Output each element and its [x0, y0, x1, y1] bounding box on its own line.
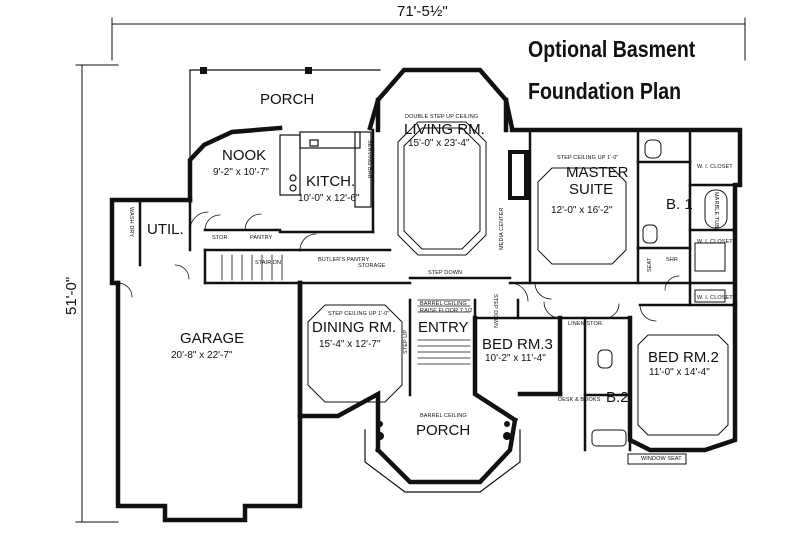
- porch-top-label: PORCH: [260, 91, 315, 108]
- serving-bar-label: SERVING BAR: [366, 140, 372, 179]
- living-ceiling-note: DOUBLE STEP UP CEILING: [405, 114, 479, 120]
- columns: [200, 67, 511, 440]
- step-up-label: STEP UP: [403, 329, 409, 354]
- wi-closet-label-2: W. I. CLOSET: [697, 239, 733, 245]
- dining-dim: 15'-4" x 12'-7": [319, 339, 381, 350]
- nook-dim: 9'-2" x 10'-7": [213, 167, 269, 178]
- plan-heading-line2: Foundation Plan: [528, 78, 682, 104]
- dining-label: DINING RM.: [312, 319, 397, 336]
- dining-ceiling-outline: [307, 304, 403, 403]
- bed3-dim: 10'-2" x 11'-4": [485, 353, 546, 364]
- master-dim: 12'-0" x 16'-2": [551, 205, 613, 216]
- bed3-label: BED RM.3: [482, 336, 553, 353]
- step-down-vertical-label: STEP DOWN: [492, 294, 498, 329]
- garage-label: GARAGE: [180, 330, 245, 347]
- wi-closet-label-1: W. I. CLOSET: [697, 164, 733, 170]
- pantry-label: PANTRY: [250, 235, 273, 241]
- plan-heading-line1: Optional Basment: [528, 36, 696, 62]
- storage-label: STORAGE: [358, 263, 386, 269]
- entry-raise-floor-note: RAISE FLOOR 7 1/2: [420, 308, 473, 314]
- overall-width-dimension: [111, 17, 746, 61]
- entry-barrel-note: BARREL CEILING: [420, 301, 467, 307]
- butlers-pantry-label: BUTLER'S PANTRY: [318, 257, 370, 263]
- bath-fixtures: [591, 139, 728, 465]
- overall-depth-dimension: [75, 64, 119, 523]
- kitchen-cabinets: [279, 131, 372, 208]
- media-center-label: MEDIA CENTER: [499, 207, 505, 250]
- bath2-label: B.2: [606, 389, 629, 406]
- living-room-dim: 15'-0" x 23'-4": [408, 138, 470, 149]
- kitchen-label: KITCH.: [306, 173, 356, 190]
- stor-label: STOR.: [212, 235, 230, 241]
- master-ceiling-note: STEP CEILING UP 1'-0": [557, 155, 619, 161]
- linen-stor-label: LINEN STOR.: [568, 321, 604, 327]
- nook-label: NOOK: [222, 147, 267, 164]
- front-porch-outline: [364, 429, 521, 493]
- seat-label: SEAT: [647, 257, 653, 272]
- master-ceiling-outline: [537, 167, 627, 265]
- wi-closet-label-3: W. I. CLOSET: [697, 295, 733, 301]
- step-down-label: STEP DOWN: [428, 270, 463, 276]
- bed2-dim: 11'-0" x 14'-4": [649, 367, 710, 378]
- bed2-label: BED RM.2: [648, 349, 719, 366]
- util-label: UTIL.: [147, 221, 184, 238]
- door-swings: [117, 211, 680, 322]
- overall-width-label: 71'-5½": [397, 3, 448, 20]
- master-label-1: MASTER: [566, 164, 629, 181]
- garage-dim: 20'-8" x 22'-7": [171, 350, 233, 361]
- bath1-label: B. 1: [666, 196, 693, 213]
- stair-dn-label: STAIR DN.: [255, 260, 283, 266]
- shower-label: SHR: [666, 257, 678, 263]
- desk-books-label: DESK & BOOKS: [558, 397, 601, 403]
- master-label-2: SUITE: [569, 181, 614, 198]
- front-porch-label: PORCH: [416, 422, 471, 439]
- entry-label: ENTRY: [418, 319, 469, 336]
- kitchen-dim: 10'-0" x 12'-6": [298, 193, 360, 204]
- front-porch-note: BARREL CEILING: [420, 413, 467, 419]
- living-ceiling-outline: [397, 121, 487, 256]
- wash-dry-label: WASH DRY: [128, 207, 134, 238]
- window-seat-label: WINDOW SEAT: [641, 456, 682, 462]
- overall-depth-label: 51'-0": [63, 276, 80, 315]
- interior-walls: [138, 128, 737, 452]
- marble-tub-label: MARBLE TUB: [713, 192, 719, 229]
- bed2-ceiling-outline: [637, 334, 729, 436]
- dining-ceiling-note: STEP CEILING UP 1'-0": [328, 311, 390, 317]
- porch-top-outline: [189, 69, 381, 161]
- stair-run: [221, 254, 283, 281]
- entry-stairs: [417, 299, 471, 365]
- living-room-label: LIVING RM.: [404, 121, 485, 138]
